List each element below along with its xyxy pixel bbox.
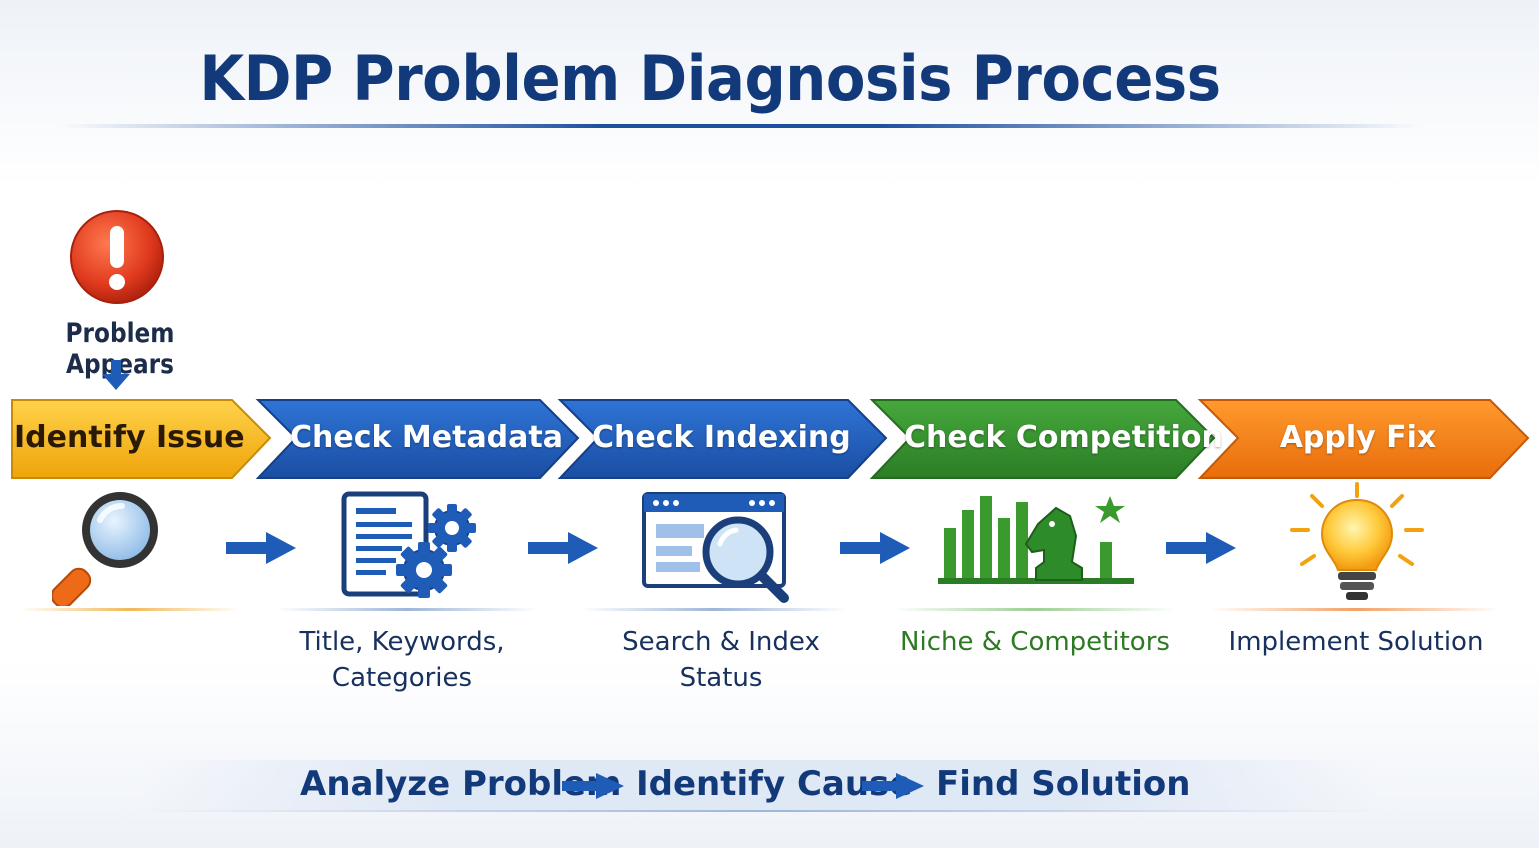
flow-arrow-icon <box>840 530 910 566</box>
flow-arrow-icon <box>1166 530 1236 566</box>
step-label-check-competition: Check Competition <box>904 420 1223 455</box>
summary-divider <box>140 810 1380 812</box>
indexing-caption: Search & Index Status <box>622 627 820 693</box>
summary-find-solution: Find Solution <box>936 764 1191 804</box>
chevron-check-indexing <box>557 399 888 479</box>
flow-arrow-icon <box>528 530 598 566</box>
metadata-caption-line-1: Title, Keywords, <box>299 627 505 657</box>
chevron-check-metadata <box>255 399 580 479</box>
metadata-divider <box>276 608 538 611</box>
metadata-caption-line-2: Categories <box>331 663 473 693</box>
down-arrow-icon <box>100 360 132 392</box>
browser-search-icon <box>640 490 795 610</box>
summary-arrow-icon <box>862 772 924 800</box>
indexing-divider <box>580 608 848 611</box>
fix-divider <box>1210 608 1500 611</box>
fix-caption: Implement Solution <box>1228 627 1484 657</box>
step-label-check-indexing: Check Indexing <box>592 420 851 455</box>
process-chevrons <box>11 399 1530 479</box>
competition-caption: Niche & Competitors <box>900 627 1170 657</box>
exclamation-alert-icon <box>68 208 166 306</box>
chevron-check-competition <box>869 399 1216 479</box>
lightbulb-icon <box>1272 482 1442 611</box>
chevron-identify-issue <box>11 399 272 479</box>
problem-appears-label: Problem Appears <box>65 318 175 380</box>
magnifying-glass-icon <box>50 486 172 611</box>
competition-divider <box>892 608 1176 611</box>
summary-band <box>140 760 1380 810</box>
flow-arrow-icon <box>226 530 296 566</box>
summary-arrow-icon <box>562 772 624 800</box>
step-label-identify-issue: Identify Issue <box>14 420 245 455</box>
chevron-apply-fix <box>1197 399 1530 479</box>
step-label-check-metadata: Check Metadata <box>290 420 563 455</box>
bar-chart-chess-knight-icon <box>934 488 1144 608</box>
document-gears-icon <box>340 490 485 605</box>
metadata-caption: Title, Keywords, Categories <box>276 624 528 696</box>
page-title: KDP Problem Diagnosis Process <box>199 42 1221 115</box>
step-label-apply-fix: Apply Fix <box>1279 420 1437 455</box>
title-divider <box>60 124 1420 128</box>
identify-divider <box>20 608 240 611</box>
